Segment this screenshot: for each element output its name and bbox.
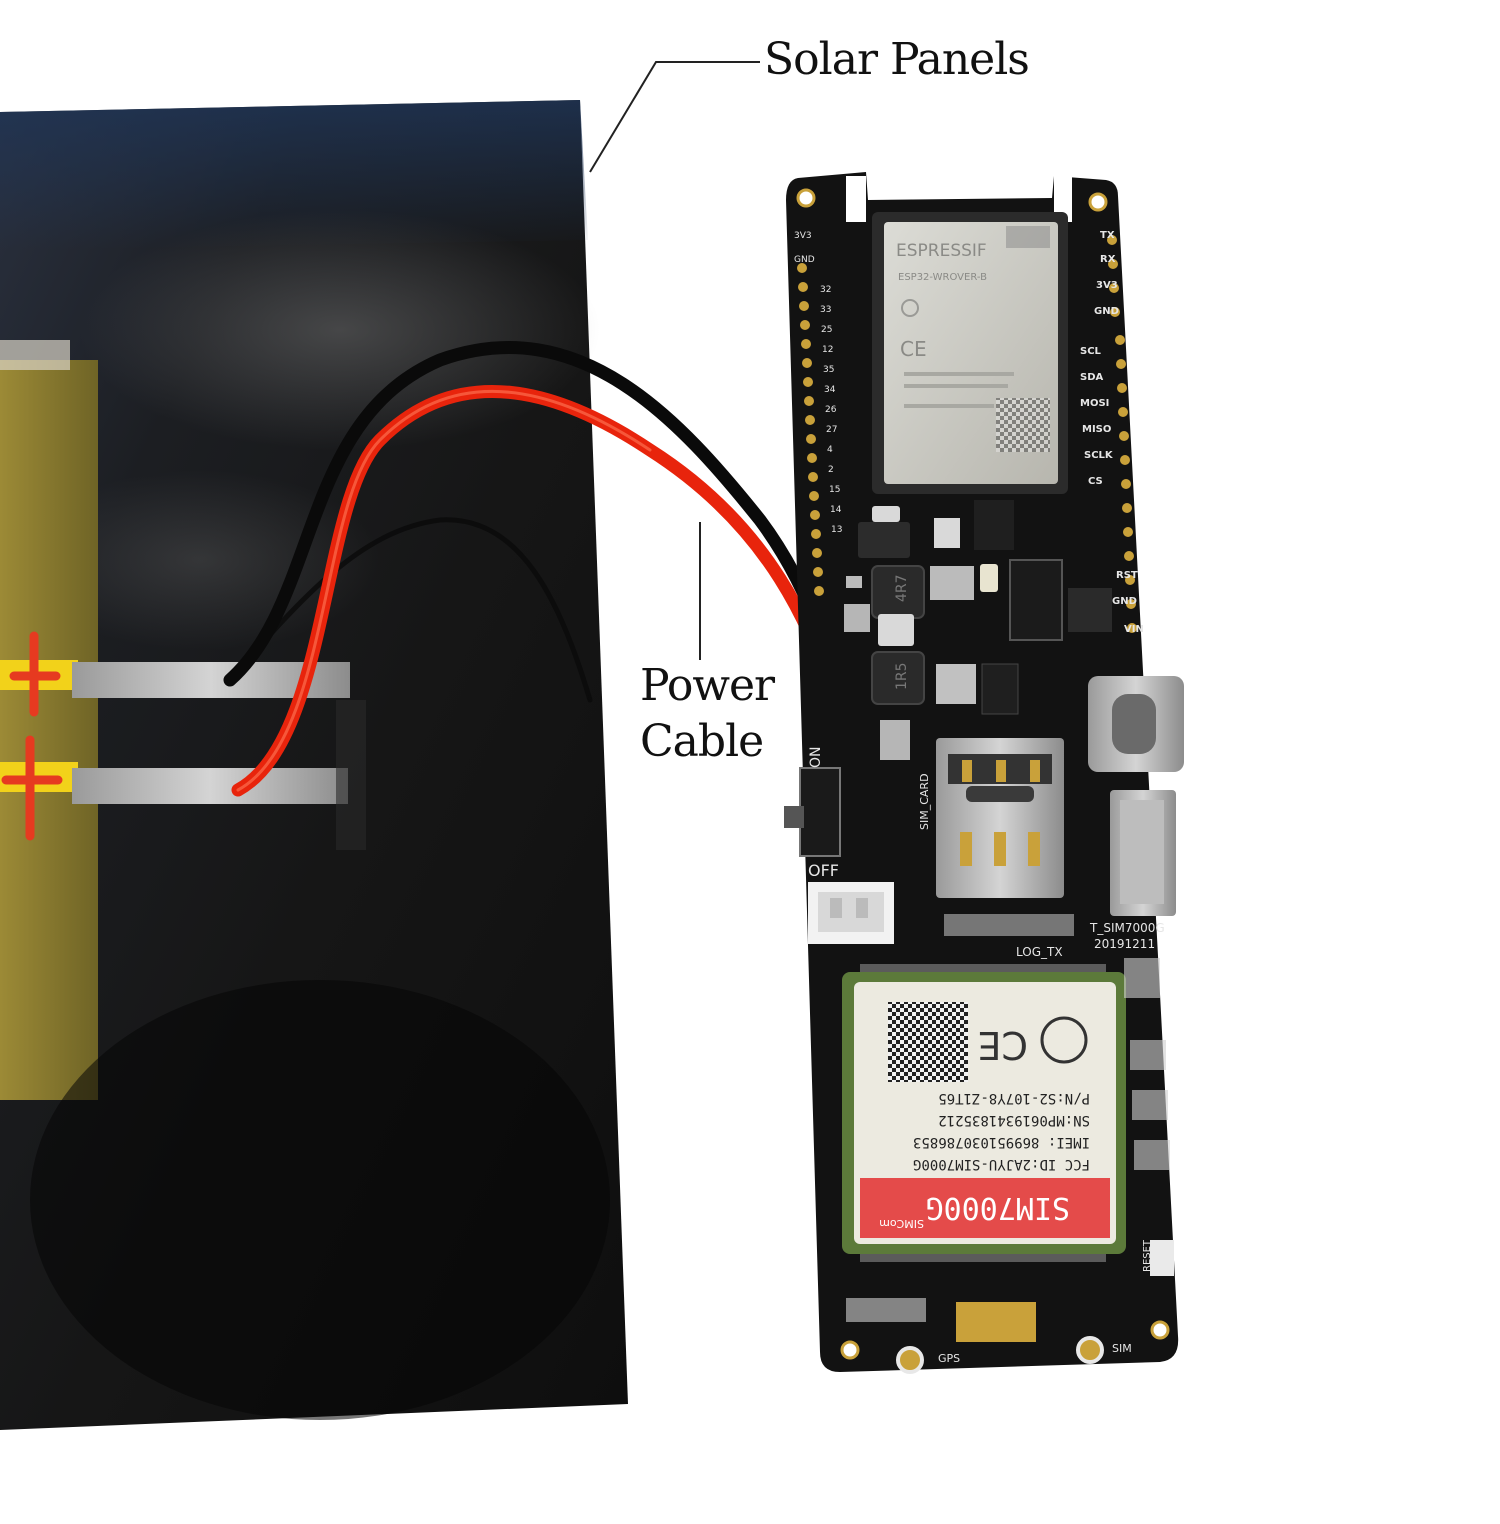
pin-label: TX [1100, 230, 1115, 241]
ce-mark-icon: CE [977, 1023, 1028, 1067]
pin-label: 33 [820, 305, 831, 315]
modem-qr-code [888, 1002, 968, 1082]
pin-label: 14 [830, 505, 842, 515]
pin-label: RX [1100, 254, 1116, 265]
pin-label: 25 [821, 325, 832, 335]
solder-tab-bottom [72, 768, 348, 804]
wifi-logo-icon [901, 299, 919, 317]
pin-label: GND [1094, 306, 1119, 317]
sim-card-label: SIM_CARD [918, 773, 931, 830]
module-qr-code [996, 398, 1050, 452]
pin-label: 12 [822, 345, 833, 355]
modem-pn: P/N:S2-107Y8-Z1T65 [938, 1090, 1090, 1106]
jst-battery-connector [808, 882, 894, 944]
pin-label: 32 [820, 285, 831, 295]
pin-label: 3V3 [794, 231, 812, 241]
pin-label: MISO [1082, 424, 1111, 435]
log-tx-label: LOG_TX [1016, 945, 1063, 959]
inductor-label: 1R5 [894, 662, 910, 690]
solar-panel [0, 100, 628, 1430]
modem-imei: IMEI: 869951030786853 [913, 1134, 1090, 1150]
esp32-module: ESPRESSIF ESP32-WROVER-B CE [872, 212, 1068, 494]
pin-label: 15 [829, 485, 840, 495]
module-model: ESP32-WROVER-B [898, 272, 987, 283]
pin-label: 2 [828, 465, 834, 475]
pin-label: 27 [826, 425, 837, 435]
pin-label: GND [1112, 596, 1137, 607]
right-header-pins [1107, 235, 1137, 633]
pin-label: 26 [825, 405, 837, 415]
modem-brand: SIMCom [879, 1217, 924, 1230]
reset-button[interactable] [1150, 1240, 1174, 1276]
gps-label: GPS [938, 1352, 960, 1365]
certification-mark-icon [1040, 1016, 1088, 1064]
pin-label: 35 [823, 365, 834, 375]
sim-ant-label: SIM [1112, 1342, 1132, 1355]
inductor-label: 4R7 [894, 574, 910, 602]
modem-model: SIM7000G [926, 1190, 1071, 1225]
tape-strip [0, 360, 98, 1100]
pin-label: SDA [1080, 372, 1104, 383]
plus-marker-icon [9, 631, 61, 717]
module-brand: ESPRESSIF [896, 241, 987, 261]
solar-panels-leader-line [589, 61, 760, 173]
components: 4R7 1R5 [844, 500, 1112, 760]
pin-label: 13 [831, 525, 842, 535]
pin-label: 4 [827, 445, 833, 455]
power-cable-label-line2: Cable [640, 716, 764, 767]
plus-marker-icon [1, 735, 63, 841]
usb-c-port [1088, 676, 1184, 772]
switch-off-label: OFF [808, 861, 839, 880]
sim7000g-modem: CE FCC ID:2AJYU-SIM7000G IMEI: 869951030… [842, 964, 1126, 1262]
pin-label: SCL [1080, 346, 1102, 357]
ce-mark-icon: CE [900, 337, 927, 361]
reset-label: RESET [1142, 1239, 1153, 1272]
pcb-board: 3V3 GND 32 33 25 12 35 34 26 27 4 2 15 1… [784, 172, 1184, 1374]
resistor-arrays [1124, 958, 1170, 1170]
pin-label: CS [1088, 476, 1103, 487]
power-switch[interactable] [784, 767, 841, 857]
left-header-pins [797, 263, 824, 596]
power-cable-label: Power Cable [640, 658, 775, 770]
modem-fcc-id: FCC ID:2AJYU-SIM7000G [913, 1156, 1090, 1172]
board-date-label: 20191211 [1094, 937, 1155, 951]
power-cable-label-line1: Power [640, 660, 775, 711]
tantalum-capacitor [956, 1302, 996, 1342]
pin-label: MOSI [1080, 398, 1109, 409]
sim-antenna-connector [1076, 1336, 1104, 1364]
pin-label: 3V3 [1096, 280, 1118, 291]
sim-card-slot [936, 738, 1064, 898]
solar-panels-label: Solar Panels [764, 34, 1030, 85]
microsd-slot [1110, 790, 1176, 916]
gps-antenna-connector [896, 1346, 924, 1374]
pin-label: GND [794, 255, 815, 265]
pin-label: SCLK [1084, 450, 1114, 461]
modem-sn: SN:MP0619341835212 [938, 1112, 1090, 1128]
tantalum-capacitor [996, 1302, 1036, 1342]
switch-on-label: ON [808, 747, 824, 769]
board-name-label: T_SIM7000G [1089, 921, 1165, 935]
pin-label: VIN [1124, 624, 1144, 635]
pin-label: 34 [824, 385, 836, 395]
pin-label: RST [1116, 570, 1138, 581]
